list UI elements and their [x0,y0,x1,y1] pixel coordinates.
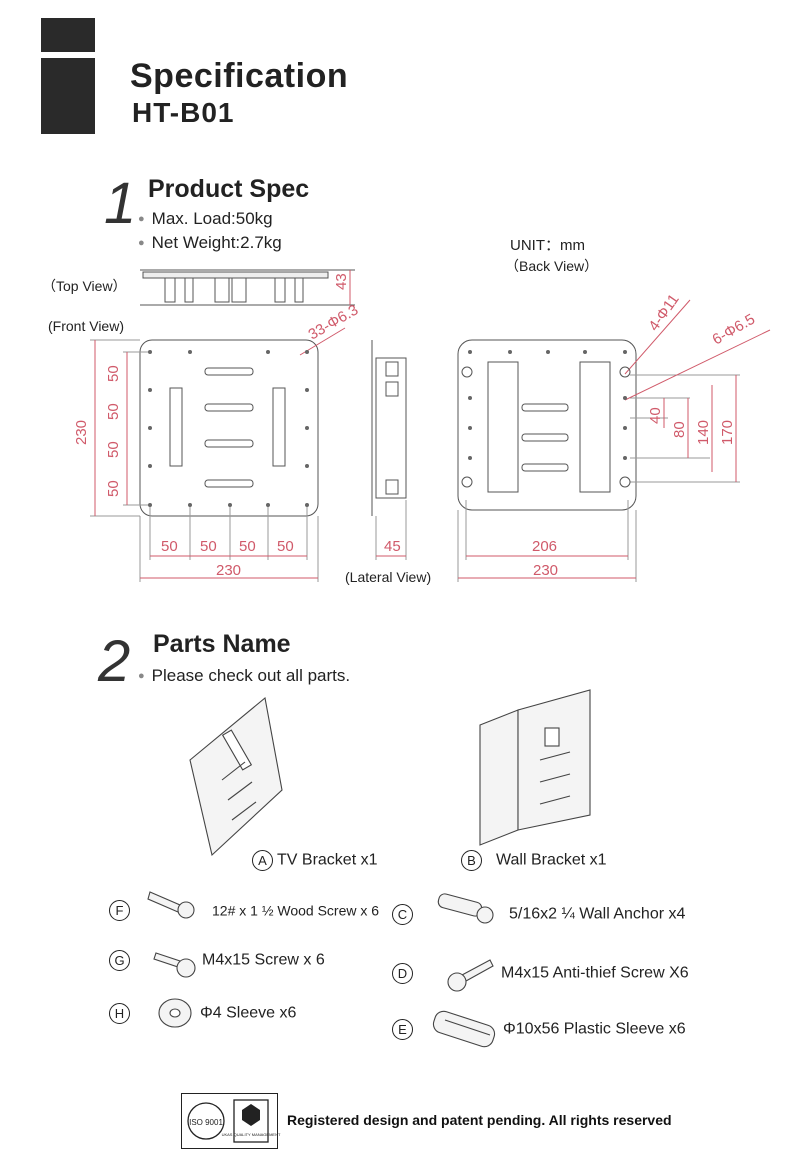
dim-front-width: 230 [216,562,241,579]
part-letter-h: H [109,1003,130,1024]
anti-thief-screw-image [447,959,494,992]
dim-back-v-4: 170 [719,420,736,445]
page-title: Specification [130,57,349,95]
part-name-b: Wall Bracket x1 [496,851,607,869]
dim-back-v-1: 40 [647,407,664,424]
dim-back-inner: 206 [532,538,557,555]
part-letter-d: D [392,963,413,984]
dim-back-v-3: 140 [695,420,712,445]
lateral-view-drawing [371,340,407,560]
dim-front-v-1: 50 [105,365,122,382]
section-heading-product-spec: Product Spec [148,175,310,203]
dim-front-h-2: 50 [200,538,217,555]
wood-screw-image [147,891,195,919]
ukas-logo: UKAS QUALITY MANAGEMENT [222,1099,281,1143]
header-block-top [41,18,95,52]
svg-text:ISO 9001: ISO 9001 [189,1118,223,1127]
part-c: C 5/16x2 ¼ Wall Anchor x4 [392,904,685,925]
iso-logo: ISO 9001 [187,1102,225,1140]
plastic-sleeve-image [432,1010,496,1048]
m4-screw-image [153,952,196,978]
part-letter-a: A [252,850,273,871]
top-view-drawing [140,269,355,306]
top-view-label: （Top View） [42,278,127,294]
certification-logos: ISO 9001 UKAS QUALITY MANAGEMENT [181,1093,281,1149]
dim-front-height: 230 [73,420,90,445]
technical-drawing: 43 33-Φ6.3 230 50 50 50 50 50 50 50 50 2… [73,269,771,582]
svg-text:UKAS QUALITY MANAGEMENT: UKAS QUALITY MANAGEMENT [222,1132,281,1137]
section-heading-parts-name: Parts Name [153,630,291,658]
part-name-h: Φ4 Sleeve x6 [200,1004,297,1022]
dim-front-h-1: 50 [161,538,178,555]
back-view-label: （Back View） [505,258,599,274]
dim-top-height: 43 [333,273,350,290]
section-number-2: 2 [98,629,131,694]
wall-bracket-image [479,689,591,846]
back-view-drawing [457,299,771,582]
wall-anchor-image [437,893,494,924]
part-name-d: M4x15 Anti-thief Screw X6 [501,964,689,982]
spec-net-weight: Net Weight:2.7kg [138,233,282,253]
model-number: HT-B01 [132,97,235,128]
part-letter-g: G [109,950,130,971]
dim-front-h-4: 50 [277,538,294,555]
parts-check-note: Please check out all parts. [138,666,350,686]
part-name-e: Φ10x56 Plastic Sleeve x6 [503,1020,686,1038]
part-g: G M4x15 Screw x 6 [109,950,325,971]
spec-max-load: Max. Load:50kg [138,209,273,229]
dim-front-v-4: 50 [105,480,122,497]
part-name-f: 12# x 1 ½ Wood Screw x 6 [212,902,380,919]
dim-back-v-2: 80 [671,421,688,438]
part-letter-f: F [109,900,130,921]
section-number-1: 1 [104,171,137,236]
part-letter-e: E [392,1019,413,1040]
part-letter-b: B [461,850,482,871]
dim-front-h-3: 50 [239,538,256,555]
part-name-g: M4x15 Screw x 6 [202,951,325,969]
unit-label: UNIT：mm [510,237,585,254]
part-b: B Wall Bracket x1 [461,850,607,871]
front-view-label: (Front View) [48,318,124,334]
footer-rights-text: Registered design and patent pending. Al… [287,1112,672,1128]
dim-lateral-depth: 45 [384,538,401,555]
part-letter-c: C [392,904,413,925]
part-d: D M4x15 Anti-thief Screw X6 [392,963,689,984]
tv-bracket-image [189,696,283,857]
dim-back-width: 230 [533,562,558,579]
part-f: F 12# x 1 ½ Wood Screw x 6 [109,900,379,921]
part-name-c: 5/16x2 ¼ Wall Anchor x4 [509,905,686,923]
header-block-bottom [41,58,95,134]
part-name-a: TV Bracket x1 [277,851,378,869]
front-view-drawing [90,327,346,582]
dim-front-v-3: 50 [105,441,122,458]
sleeve-image [158,998,192,1028]
dim-front-v-2: 50 [105,403,122,420]
part-h: H Φ4 Sleeve x6 [109,1003,296,1024]
lateral-view-label: (Lateral View) [345,569,432,585]
part-e: E Φ10x56 Plastic Sleeve x6 [392,1019,686,1040]
